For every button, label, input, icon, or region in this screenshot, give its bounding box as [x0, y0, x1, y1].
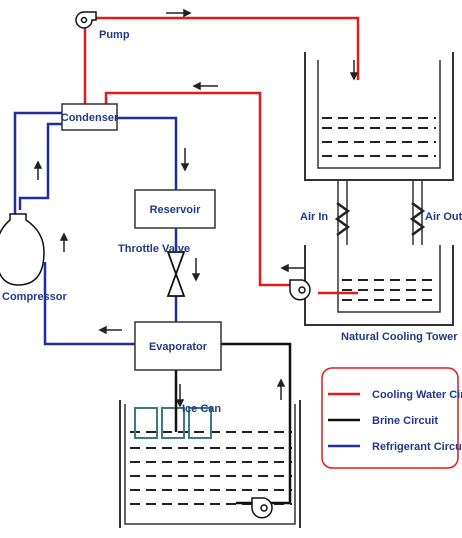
- pump-label: Pump: [99, 29, 130, 41]
- natural-cooling-tower-label: Natural Cooling Tower: [341, 331, 458, 343]
- air-out-label: Air Out: [425, 211, 462, 223]
- reservoir-label: Reservoir: [150, 204, 201, 216]
- pump-brine-icon: [251, 497, 273, 519]
- pump-cooling-tower-icon: [289, 279, 311, 301]
- legend-label-refrigerant: Refrigerant Circuit: [372, 441, 462, 453]
- condenser-box: [61, 103, 118, 131]
- brine-tank: [119, 400, 301, 528]
- cooling-water-circuit: [83, 16, 360, 295]
- air-in-label: Air In: [300, 211, 328, 223]
- condenser-label: Condenser: [61, 112, 119, 124]
- brine-circuit: [174, 342, 292, 505]
- flow-arrows: [33, 8, 359, 408]
- air-in-louver-icon: [334, 201, 351, 237]
- evaporator-box: [134, 321, 222, 371]
- reservoir-box: [134, 189, 216, 229]
- cooling-tower-legs: [337, 180, 423, 245]
- refrigerant-circuit: [13, 111, 178, 346]
- legend: Cooling Water Circuit Brine Circuit Refr…: [321, 367, 462, 469]
- ice-cans: [134, 407, 212, 439]
- pump-top-icon: [75, 11, 97, 29]
- ice-can-label: Ice Can: [182, 403, 221, 415]
- compressor-label: Compressor: [2, 291, 68, 303]
- cooling-tower-upper-tank: [304, 52, 454, 181]
- air-out-louver-icon: [409, 201, 426, 237]
- legend-label-cooling-water: Cooling Water Circuit: [372, 389, 462, 401]
- cooling-tower-lower-tank: [304, 245, 454, 326]
- evaporator-label: Evaporator: [149, 341, 208, 353]
- legend-label-brine: Brine Circuit: [372, 415, 438, 427]
- compressor-icon: [0, 213, 45, 286]
- throttle-valve-label: Throttle Valve: [118, 243, 190, 255]
- throttle-valve-icon: [166, 251, 186, 297]
